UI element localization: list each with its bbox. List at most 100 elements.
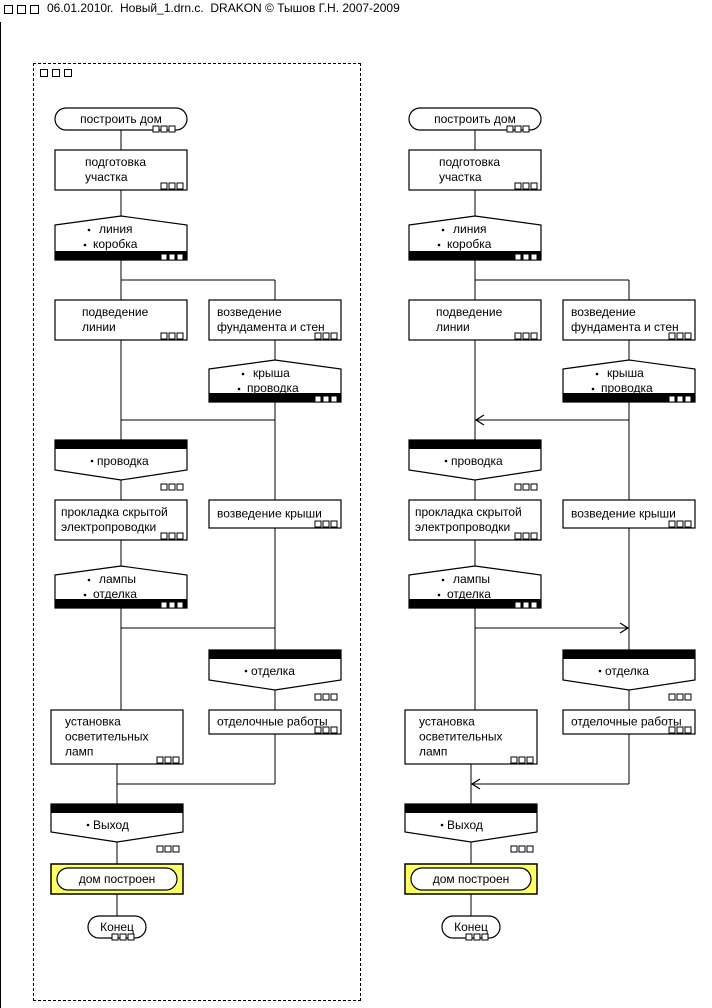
menu-box-icon[interactable] (30, 5, 39, 14)
handle-square[interactable] (518, 756, 526, 764)
handle-square[interactable] (172, 845, 180, 853)
handle-square[interactable] (322, 693, 330, 701)
handle-square[interactable] (676, 395, 684, 403)
handle-square[interactable] (168, 332, 176, 340)
handle-square[interactable] (168, 125, 176, 133)
handle-square[interactable] (514, 125, 522, 133)
d2-finish-work-action[interactable]: отделочные работы (562, 709, 696, 735)
handle-square[interactable] (160, 125, 168, 133)
handle-square[interactable] (684, 332, 692, 340)
d2-wait-finish[interactable]: отделка (562, 649, 696, 701)
handle-square[interactable] (526, 756, 534, 764)
d2-end-terminator[interactable]: Конец (441, 915, 501, 941)
handle-square[interactable] (684, 693, 692, 701)
handle-square[interactable] (684, 726, 692, 734)
handle-square[interactable] (522, 601, 530, 609)
handle-square[interactable] (514, 253, 522, 261)
handle-square[interactable] (119, 933, 127, 941)
handle-square[interactable] (314, 520, 322, 528)
handle-square[interactable] (530, 601, 538, 609)
handle-square[interactable] (164, 756, 172, 764)
handle-square[interactable] (176, 601, 184, 609)
handle-square[interactable] (168, 182, 176, 190)
handle-square[interactable] (514, 182, 522, 190)
handle-square[interactable] (168, 601, 176, 609)
handle-square[interactable] (160, 253, 168, 261)
d1-done-highlight[interactable]: дом построен (50, 863, 184, 895)
menu-box-icon[interactable] (17, 5, 26, 14)
handle-square[interactable] (514, 601, 522, 609)
handle-square[interactable] (506, 125, 514, 133)
handle-square[interactable] (314, 693, 322, 701)
handle-square[interactable] (522, 182, 530, 190)
handle-square[interactable] (514, 483, 522, 491)
handle-square[interactable] (314, 726, 322, 734)
handle-square[interactable] (176, 483, 184, 491)
handle-square[interactable] (176, 253, 184, 261)
handle-square[interactable] (160, 182, 168, 190)
handle-square[interactable] (330, 395, 338, 403)
handle-square[interactable] (330, 726, 338, 734)
handle-square[interactable] (676, 332, 684, 340)
d2-done-highlight[interactable]: дом построен (404, 863, 538, 895)
d1-roof-action[interactable]: возведение крыши (208, 499, 342, 529)
handle-square[interactable] (522, 483, 530, 491)
handle-square[interactable] (330, 520, 338, 528)
handle-square[interactable] (684, 395, 692, 403)
d1-wait-finish[interactable]: отделка (208, 649, 342, 701)
handle-square[interactable] (156, 845, 164, 853)
handle-square[interactable] (314, 332, 322, 340)
handle-square[interactable] (176, 532, 184, 540)
handle-square[interactable] (160, 601, 168, 609)
handle-square[interactable] (668, 395, 676, 403)
handle-square[interactable] (514, 532, 522, 540)
handle-square[interactable] (322, 395, 330, 403)
handle-square[interactable] (668, 332, 676, 340)
handle-square[interactable] (481, 933, 489, 941)
handle-square[interactable] (530, 182, 538, 190)
handle-square[interactable] (510, 756, 518, 764)
handle-square[interactable] (314, 395, 322, 403)
handle-square[interactable] (676, 693, 684, 701)
frame-box-icon[interactable] (52, 69, 60, 77)
handle-square[interactable] (176, 332, 184, 340)
handle-square[interactable] (676, 520, 684, 528)
handle-square[interactable] (530, 253, 538, 261)
handle-square[interactable] (465, 933, 473, 941)
handle-square[interactable] (526, 845, 534, 853)
menu-box-icon[interactable] (4, 5, 13, 14)
handle-square[interactable] (172, 756, 180, 764)
handle-square[interactable] (668, 520, 676, 528)
handle-square[interactable] (522, 532, 530, 540)
d2-roof-action[interactable]: возведение крыши (562, 499, 696, 529)
d2-wait-wiring[interactable]: проводка (408, 439, 542, 491)
handle-square[interactable] (168, 483, 176, 491)
handle-square[interactable] (160, 483, 168, 491)
d2-exit-wait[interactable]: Выход (404, 803, 538, 853)
handle-square[interactable] (530, 332, 538, 340)
handle-square[interactable] (522, 125, 530, 133)
d1-start-terminator[interactable]: построить дом (54, 107, 188, 133)
handle-square[interactable] (168, 532, 176, 540)
handle-square[interactable] (322, 332, 330, 340)
d1-exit-wait[interactable]: Выход (50, 803, 184, 853)
handle-square[interactable] (111, 933, 119, 941)
d1-wait-wiring[interactable]: проводка (54, 439, 188, 491)
handle-square[interactable] (330, 693, 338, 701)
selection-frame[interactable] (33, 63, 361, 1001)
handle-square[interactable] (156, 756, 164, 764)
handle-square[interactable] (668, 693, 676, 701)
